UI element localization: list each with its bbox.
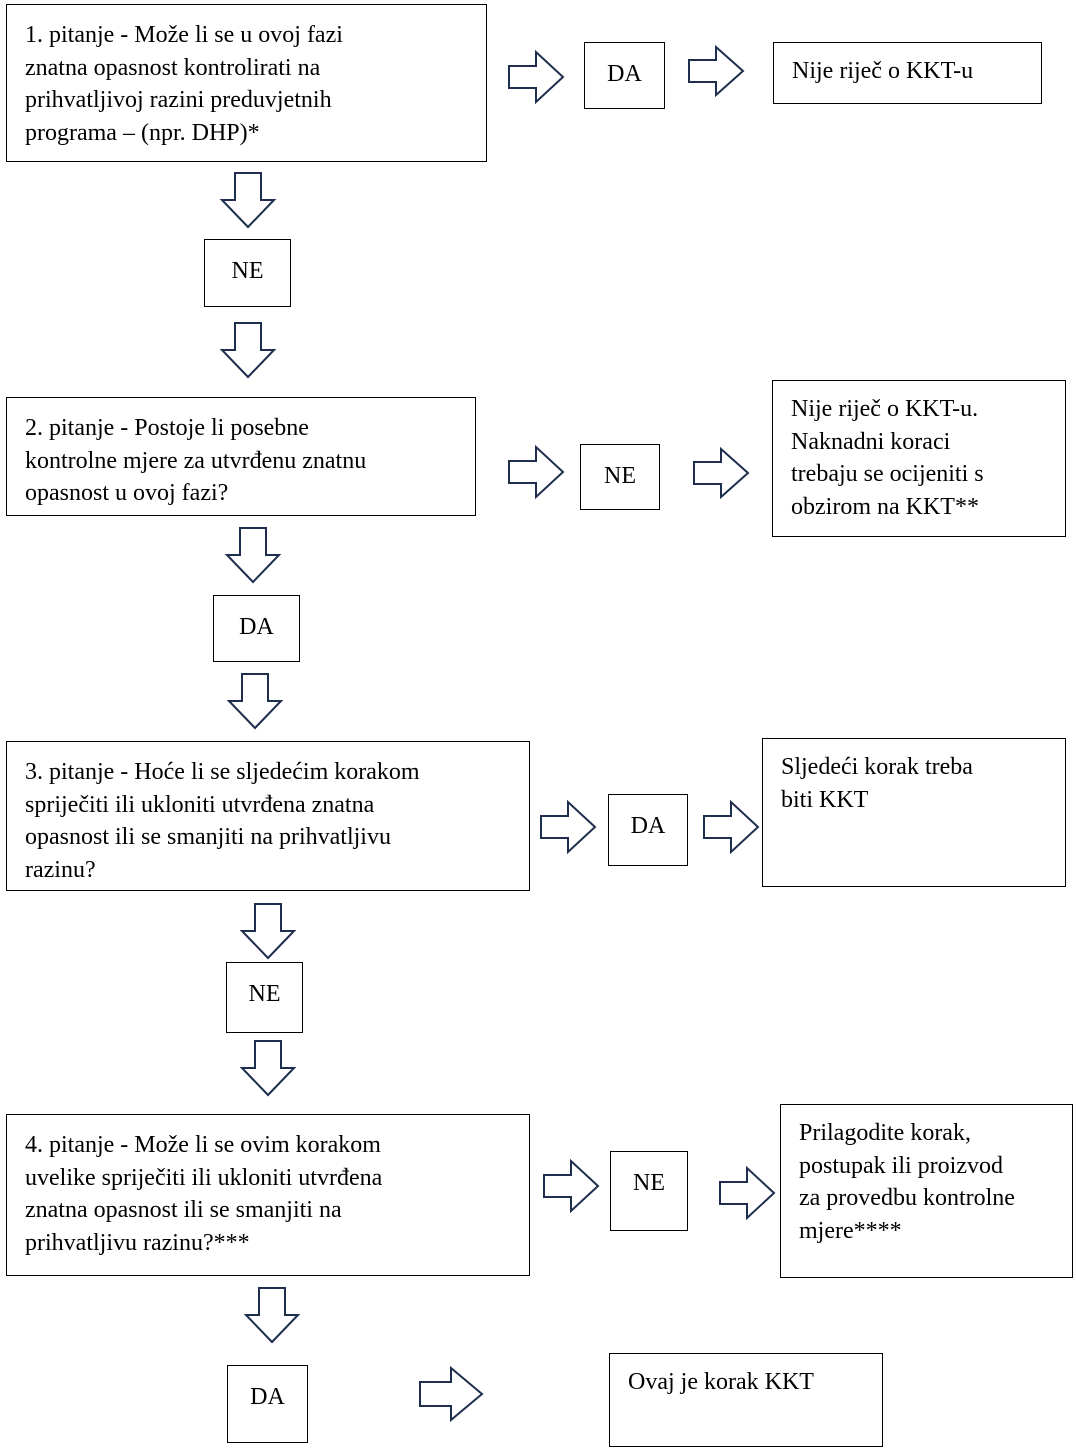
question-4-box: 4. pitanje - Može li se ovim korakom uve… [6, 1114, 530, 1276]
question-3-line: spriječiti ili ukloniti utvrđena znatna [25, 791, 375, 818]
right-arrow-icon [543, 1158, 600, 1214]
down-arrow-icon [239, 1040, 297, 1097]
q2-outcome-line: Nije riječ o KKT-u. [791, 396, 979, 422]
q4-yes-label: DA [227, 1365, 308, 1443]
q4-yes-outcome-line: Ovaj je korak KKT [628, 1369, 814, 1395]
q3-outcome-box: Sljedeći korak treba biti KKT [762, 738, 1066, 887]
down-arrow-icon [219, 172, 277, 229]
question-3-line: 3. pitanje - Hoće li se sljedećim korako… [25, 759, 420, 785]
q3-yes-label: DA [608, 794, 688, 866]
right-arrow-icon [703, 799, 760, 855]
right-arrow-icon [688, 44, 745, 98]
question-4-line: znatna opasnost ili se smanjiti na [25, 1197, 342, 1223]
q3-no-label: NE [226, 962, 303, 1033]
q4-no-outcome-line: mjere**** [799, 1217, 902, 1244]
q1-outcome-line: Nije riječ o KKT-u [792, 58, 974, 84]
question-3-line: opasnost ili se smanjiti na prihvatljivu [25, 824, 391, 850]
q2-outcome-line: obzirom na KKT** [791, 493, 979, 520]
question-3-line: razinu? [25, 856, 96, 883]
q2-outcome-box: Nije riječ o KKT-u. Naknadni koraci treb… [772, 380, 1066, 537]
q3-outcome-line: biti KKT [781, 786, 869, 813]
q4-no-outcome-line: za provedbu kontrolne [799, 1185, 1015, 1211]
q2-yes-label: DA [213, 595, 300, 662]
right-arrow-icon [540, 799, 597, 855]
down-arrow-icon [226, 673, 284, 730]
down-arrow-icon [243, 1287, 301, 1344]
q1-outcome-box: Nije riječ o KKT-u [773, 42, 1042, 104]
right-arrow-icon [419, 1365, 484, 1423]
question-3-box: 3. pitanje - Hoće li se sljedećim korako… [6, 741, 530, 891]
question-2-line: kontrolne mjere za utvrđenu znatnu [25, 447, 367, 474]
down-arrow-icon [239, 903, 297, 960]
question-4-line: uvelike spriječiti ili ukloniti utvrđena [25, 1164, 383, 1191]
question-1-line: znatna opasnost kontrolirati na [25, 54, 321, 81]
question-4-line: 4. pitanje - Može li se ovim korakom [25, 1132, 381, 1158]
q3-outcome-line: Sljedeći korak treba [781, 754, 973, 780]
right-arrow-icon [508, 49, 565, 105]
question-1-box: 1. pitanje - Može li se u ovoj fazi znat… [6, 4, 487, 162]
question-1-line: 1. pitanje - Može li se u ovoj fazi [25, 22, 343, 48]
q4-no-outcome-line: Prilagodite korak, [799, 1120, 971, 1146]
q4-no-outcome-line: postupak ili proizvod [799, 1152, 1003, 1179]
down-arrow-icon [219, 322, 277, 379]
down-arrow-icon [224, 527, 282, 584]
question-2-box: 2. pitanje - Postoje li posebne kontroln… [6, 397, 476, 516]
right-arrow-icon [508, 444, 565, 500]
question-2-line: 2. pitanje - Postoje li posebne [25, 415, 309, 441]
q4-yes-outcome-box: Ovaj je korak KKT [609, 1353, 883, 1447]
question-2-line: opasnost u ovoj fazi? [25, 480, 229, 506]
q1-no-label: NE [204, 239, 291, 307]
q4-no-label: NE [610, 1151, 688, 1231]
q4-no-outcome-box: Prilagodite korak, postupak ili proizvod… [780, 1104, 1073, 1278]
question-1-line: programa – (npr. DHP)* [25, 119, 260, 146]
q2-outcome-line: Naknadni koraci [791, 428, 951, 455]
right-arrow-icon [693, 446, 750, 500]
question-4-line: prihvatljivu razinu?*** [25, 1229, 250, 1256]
right-arrow-icon [719, 1165, 776, 1221]
q2-no-label: NE [580, 444, 660, 510]
question-1-line: prihvatljivoj razini preduvjetnih [25, 87, 332, 113]
q2-outcome-line: trebaju se ocijeniti s [791, 461, 984, 487]
q1-yes-label: DA [584, 42, 665, 109]
